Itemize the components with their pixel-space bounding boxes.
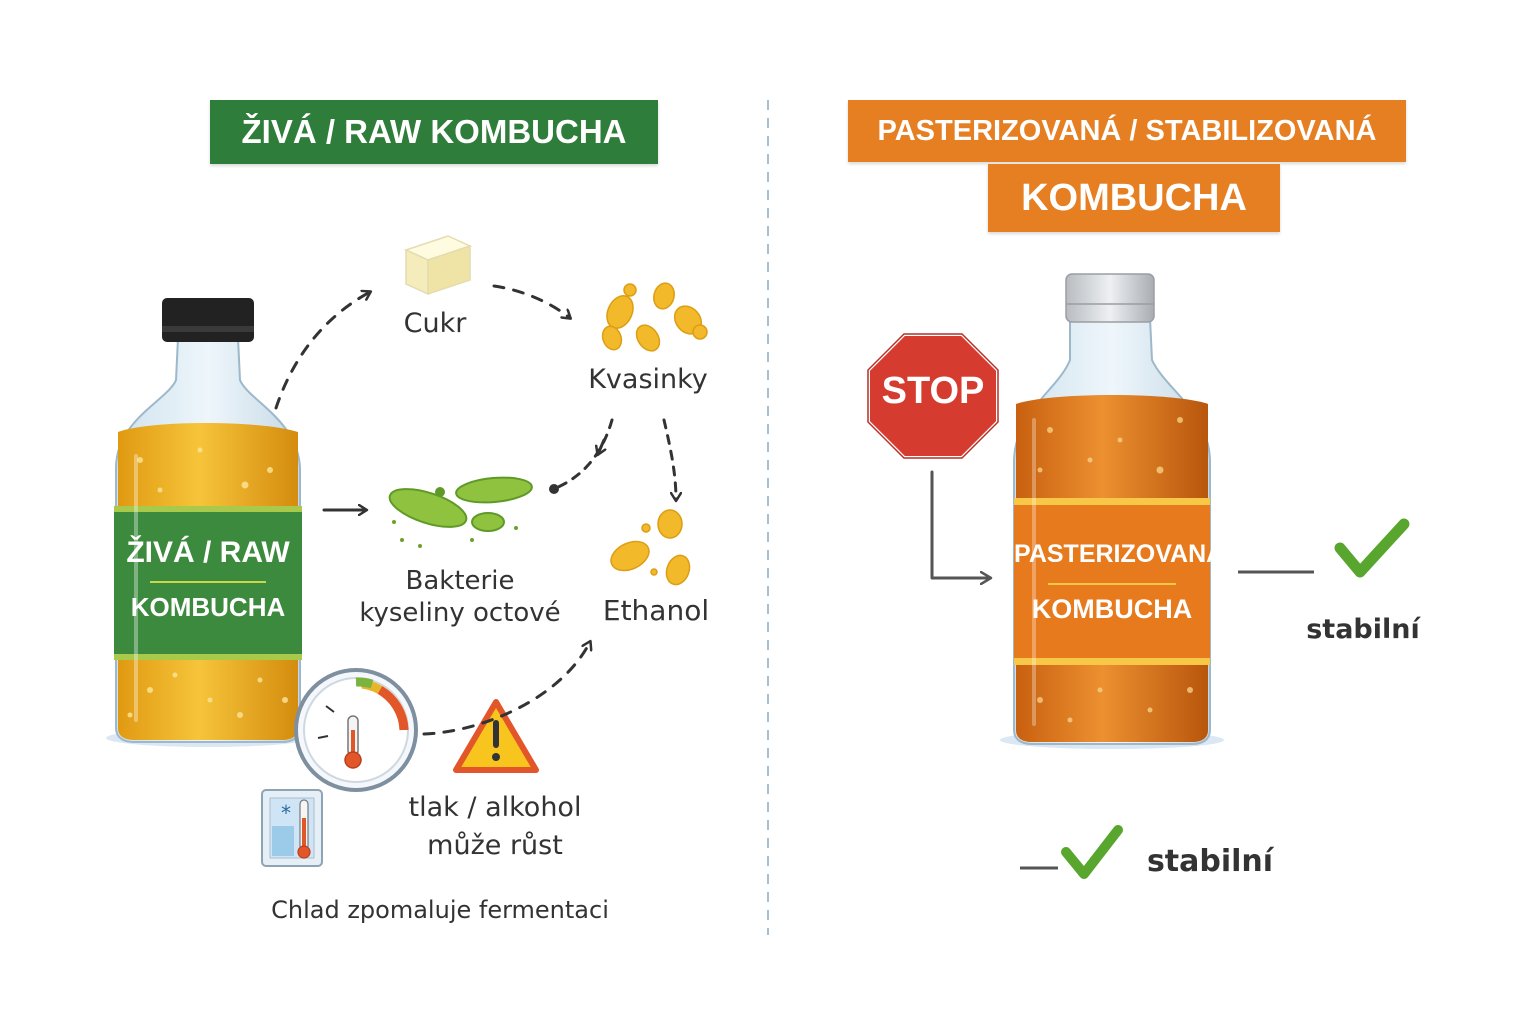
svg-text:*: * [281, 801, 291, 825]
stop-sign-text: STOP [881, 370, 985, 412]
yeast-icon [601, 282, 708, 352]
warning-label-line1: tlak / alkohol [408, 792, 582, 823]
stable-label-1: stabilní [1306, 614, 1420, 645]
ethanol-icon [610, 509, 691, 586]
pasteurized-bottle-label-line1: PASTERIZOVANÁ [1014, 540, 1225, 568]
stop-sign-icon [866, 332, 1000, 460]
check-icon [1061, 825, 1123, 879]
raw-bottle-label-line2: KOMBUCHA [130, 592, 286, 622]
bubbles [1037, 417, 1193, 723]
raw-kombucha-banner: ŽIVÁ / RAW KOMBUCHA [210, 100, 658, 164]
pasteurized-bottle-label-line2: KOMBUCHA [1031, 594, 1193, 624]
bacteria-label-line2: kyseliny octové [359, 598, 561, 628]
warning-icon [453, 699, 539, 773]
warning-label-line2: může růst [427, 830, 563, 861]
bacteria-icon [388, 476, 533, 548]
stop-arrow [930, 470, 990, 578]
bacteria-label-line1: Bakterie [405, 566, 515, 596]
cold-label: Chlad zpomaluje fermentaci [271, 896, 609, 924]
pressure-gauge-icon [294, 668, 418, 792]
stable-label-2: stabilní [1146, 844, 1274, 879]
flow-arrows [274, 284, 676, 736]
raw-bottle-label-line1: ŽIVÁ / RAW [126, 536, 290, 569]
check-icon [1334, 518, 1410, 578]
pasteurized-banner-line1: PASTERIZOVANÁ / STABILIZOVANÁ [848, 100, 1406, 162]
yeast-label: Kvasinky [588, 364, 708, 395]
bubbles [127, 447, 288, 718]
pasteurized-banner-line2: KOMBUCHA [988, 164, 1280, 232]
sugar-cube-icon [403, 235, 473, 296]
raw-kombucha-bottle [106, 298, 310, 747]
ethanol-label: Ethanol [602, 594, 710, 627]
sugar-label: Cukr [403, 308, 467, 339]
pasteurized-kombucha-bottle [1000, 273, 1224, 749]
fridge-icon: * [261, 789, 323, 867]
